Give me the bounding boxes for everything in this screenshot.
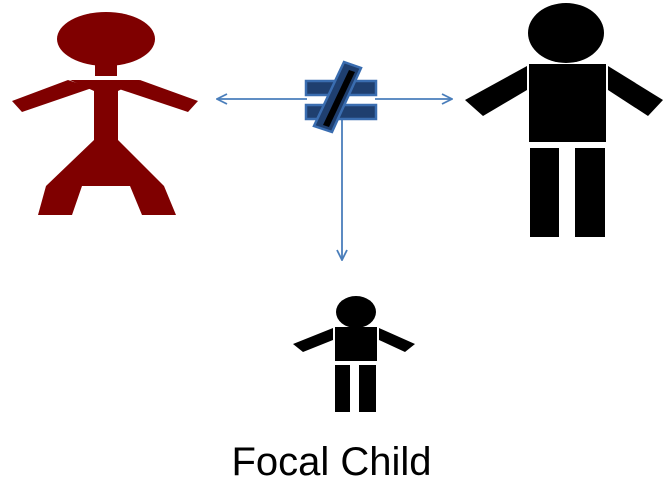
not-equal-icon	[304, 60, 378, 134]
male-figure-icon	[465, 3, 663, 237]
child-figure-icon	[293, 296, 415, 412]
female-figure-icon	[12, 12, 198, 215]
focal-child-label: Focal Child	[231, 440, 432, 484]
